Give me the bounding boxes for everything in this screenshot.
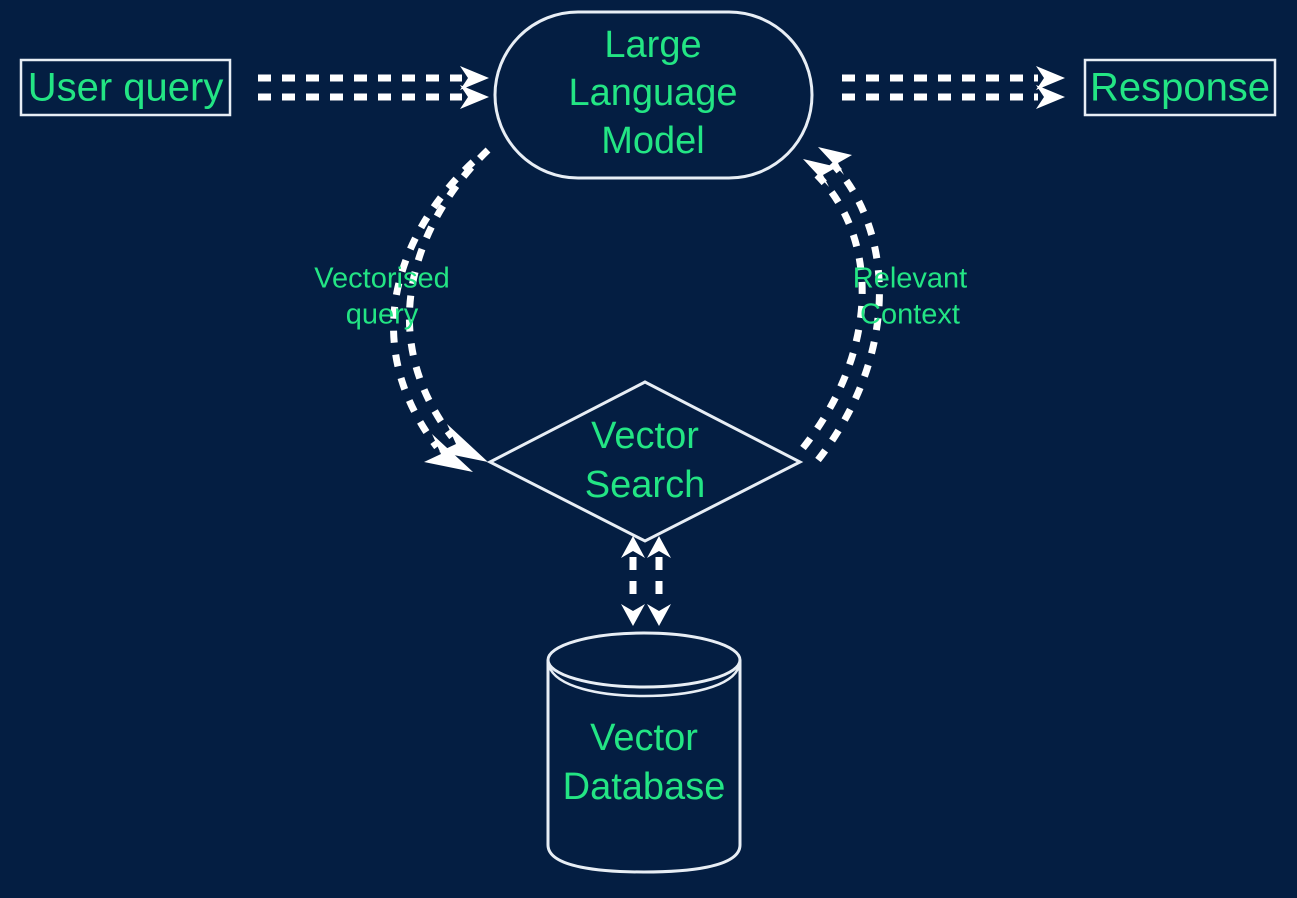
edge-llm-to-response — [842, 66, 1065, 109]
node-user-query[interactable]: User query — [19, 58, 232, 117]
edge-query-to-llm-arrowhead-top — [460, 66, 489, 90]
node-vector-database[interactable]: Vector Database — [546, 631, 742, 874]
user-query-box-outline — [19, 58, 232, 117]
node-response[interactable]: Response — [1083, 58, 1277, 117]
edge-llm-to-search-arrowhead-inner — [424, 434, 473, 472]
edge-search-to-llm-arrowhead-outer — [818, 147, 852, 175]
edge-label-relevant-context: Relevant Context — [853, 263, 967, 331]
edge-llm-to-response-arrowhead-top — [1036, 66, 1065, 90]
edge-search-db-arrowhead-left-down — [621, 604, 645, 626]
user-query-label: User query — [28, 66, 224, 110]
edge-vector-search-to-llm — [800, 147, 883, 463]
edge-search-to-llm-curve-outer — [815, 160, 883, 463]
vector-database-lip-arc — [547, 665, 741, 698]
edge-query-to-llm-arrowhead-bottom — [460, 85, 489, 109]
response-label: Response — [1090, 66, 1270, 110]
edge-search-db-arrowhead-right-down — [647, 604, 671, 626]
vector-search-diamond-outline — [486, 380, 804, 543]
edge-query-to-llm — [258, 66, 489, 109]
llm-label-line1: Large — [604, 24, 701, 66]
edge-label-vectorised-query: Vectorised query — [314, 263, 449, 331]
vector-database-body-outline — [546, 660, 742, 874]
vectorised-query-label-line2: query — [346, 299, 419, 331]
edge-llm-to-vector-search — [390, 147, 491, 472]
edge-llm-to-search-curve-outer — [405, 147, 491, 440]
response-box-outline — [1083, 58, 1277, 117]
llm-label-line2: Language — [568, 72, 737, 114]
edge-search-db-arrowhead-left-up — [621, 536, 645, 558]
edge-llm-to-search-curve-inner — [390, 159, 476, 450]
vector-database-label-line2: Database — [563, 766, 726, 808]
vector-database-label-line1: Vector — [590, 717, 698, 759]
edge-llm-to-response-arrowhead-bottom — [1036, 85, 1065, 109]
node-large-language-model[interactable]: Large Language Model — [493, 10, 814, 180]
vector-search-label-line2: Search — [585, 464, 705, 506]
relevant-context-label-line2: Context — [860, 299, 960, 331]
edge-search-to-llm-curve-inner — [800, 172, 866, 451]
edge-search-to-llm-arrowhead-inner — [803, 159, 837, 187]
vector-database-top-ellipse — [546, 631, 742, 689]
vectorised-query-label-line1: Vectorised — [314, 263, 449, 295]
edge-search-to-database — [621, 536, 671, 626]
llm-stadium-outline — [493, 10, 814, 180]
node-vector-search[interactable]: Vector Search — [486, 380, 804, 543]
edge-search-db-arrowhead-right-up — [647, 536, 671, 558]
relevant-context-label-line1: Relevant — [853, 263, 967, 295]
llm-label-line3: Model — [601, 120, 705, 162]
vector-search-label-line1: Vector — [591, 415, 699, 457]
